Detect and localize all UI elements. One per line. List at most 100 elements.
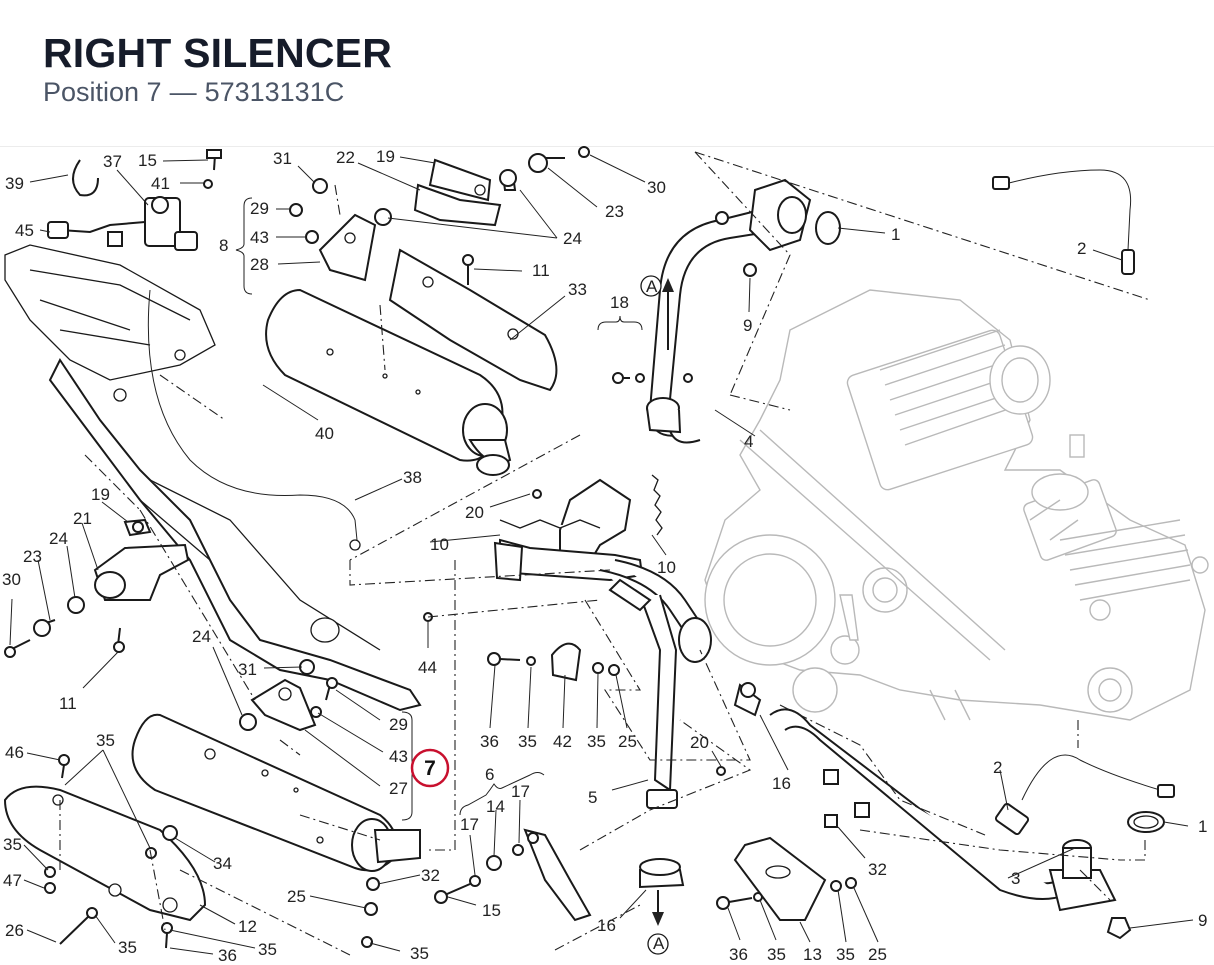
part-label: 41	[151, 174, 170, 193]
part-label: 18	[610, 293, 629, 312]
part-label: 32	[868, 860, 887, 879]
assembly-lines	[59, 151, 1151, 956]
page-header: RIGHT SILENCER Position 7—57313131C	[0, 0, 1214, 147]
highlighted-position-label: 7	[424, 757, 436, 780]
part-label: 13	[803, 945, 822, 964]
part-label: 28	[250, 255, 269, 274]
part-label: 26	[5, 921, 24, 940]
upper-fasteners	[289, 146, 590, 285]
part-label: 19	[91, 485, 110, 504]
part-label: 15	[482, 901, 501, 920]
part-label: 31	[238, 660, 257, 679]
part-label: 11	[59, 694, 77, 713]
part-label: 17	[511, 782, 530, 801]
part-label: 24	[563, 229, 582, 248]
part-label: 39	[5, 174, 24, 193]
part-label: A	[653, 934, 665, 953]
part-label: 10	[430, 535, 449, 554]
page-subtitle: Position 7—57313131C	[43, 77, 344, 108]
part-label: 17	[460, 815, 479, 834]
part-label: A	[646, 277, 658, 296]
part-label: 4	[744, 432, 753, 451]
part-label: 11	[532, 261, 550, 280]
part-label: 46	[5, 743, 24, 762]
part-label: 30	[647, 178, 666, 197]
part-label: 25	[618, 732, 637, 751]
part-label: 2	[1077, 239, 1086, 258]
part-label: 36	[480, 732, 499, 751]
part-label: 27	[389, 779, 408, 798]
part-label: 8	[219, 236, 228, 255]
part-label: 37	[103, 152, 122, 171]
part-label: 47	[3, 871, 22, 890]
part-label: 21	[73, 509, 92, 528]
part-label: 45	[15, 221, 34, 240]
part-label: 34	[213, 854, 232, 873]
subtitle-separator: —	[169, 77, 197, 107]
part-label: 36	[218, 946, 237, 965]
part-label: 9	[1198, 911, 1207, 930]
part-label: 20	[690, 733, 709, 752]
part-label: 35	[3, 835, 22, 854]
part-label: 35	[587, 732, 606, 751]
part-label: 25	[868, 945, 887, 964]
part-label: 14	[486, 797, 505, 816]
part-label: 16	[597, 916, 616, 935]
connection-arrows	[640, 275, 674, 955]
rear-exhaust-pipe	[716, 682, 1165, 940]
part-label: 22	[336, 148, 355, 167]
highlighted-position-marker[interactable]: 7	[410, 748, 450, 788]
part-number: 57313131C	[204, 77, 345, 107]
part-label: 43	[389, 747, 408, 766]
part-label: 23	[605, 202, 624, 221]
part-label: 31	[273, 149, 292, 168]
part-label: 35	[518, 732, 537, 751]
part-label: 35	[410, 944, 429, 963]
part-label: 10	[657, 558, 676, 577]
lower-silencer	[131, 713, 421, 872]
front-exhaust-pipe	[612, 178, 841, 444]
part-label: 40	[315, 424, 334, 443]
part-labels: 15 37 39 41 45 31 22 19 30 23 29 8 43 28…	[2, 147, 1207, 965]
page-title: RIGHT SILENCER	[43, 30, 393, 76]
position-label: Position 7	[43, 77, 162, 107]
part-label: 9	[743, 316, 752, 335]
part-label: 25	[287, 887, 306, 906]
lambda-sensor-upper	[992, 169, 1135, 275]
upper-heat-shield	[388, 248, 558, 392]
center-bracket	[423, 474, 663, 622]
lambda-sensor-lower	[994, 754, 1175, 836]
part-label: 33	[568, 280, 587, 299]
part-label: 44	[418, 658, 437, 677]
part-label: 42	[553, 732, 572, 751]
part-label: 1	[891, 225, 900, 244]
part-label: 35	[118, 938, 137, 957]
rear-subframe	[4, 244, 422, 712]
part-label: 3	[1011, 869, 1020, 888]
part-label: 43	[250, 228, 269, 247]
part-label: 24	[192, 627, 211, 646]
mid-exhaust-pipe	[599, 559, 712, 809]
leader-lines	[9, 154, 1194, 955]
part-label: 20	[465, 503, 484, 522]
part-label: 29	[389, 715, 408, 734]
part-label: 29	[250, 199, 269, 218]
left-bracket	[4, 518, 190, 658]
silencer-bracket-upper	[318, 158, 502, 282]
upper-silencer	[265, 288, 512, 476]
part-label: 15	[138, 151, 157, 170]
part-label: 35	[96, 731, 115, 750]
engine-block	[704, 289, 1209, 721]
part-label: 35	[258, 940, 277, 959]
lower-fasteners	[44, 642, 857, 949]
part-label: 1	[1198, 817, 1207, 836]
part-label: 38	[403, 468, 422, 487]
part-label: 12	[238, 917, 257, 936]
silencer-bracket-lower	[239, 659, 338, 732]
part-label: 5	[588, 788, 597, 807]
part-label: 30	[2, 570, 21, 589]
part-label: 2	[993, 758, 1002, 777]
part-label: 16	[772, 774, 791, 793]
part-label: 32	[421, 866, 440, 885]
